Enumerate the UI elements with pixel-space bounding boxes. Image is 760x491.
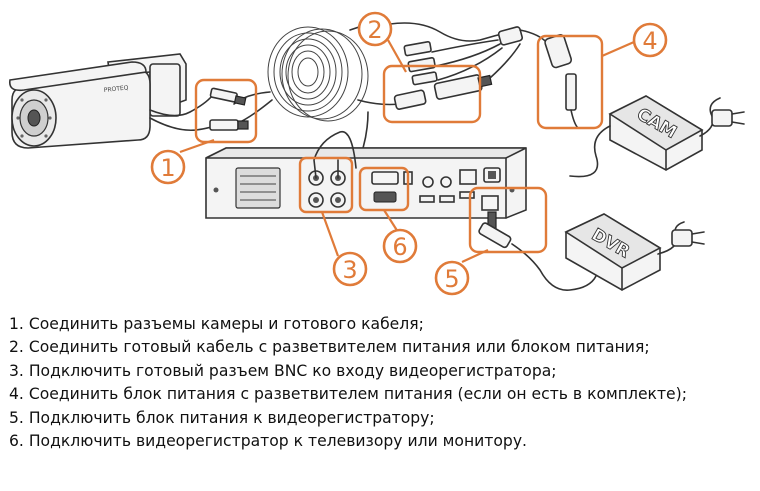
connection-diagram: PROTEQ xyxy=(8,11,745,296)
leader-line-4 xyxy=(601,40,635,58)
badge-6: 6 xyxy=(382,228,418,264)
highlight-box-4 xyxy=(536,34,604,130)
leader-line-3 xyxy=(320,211,340,257)
badge-number: 3 xyxy=(342,256,357,284)
leader-line-1 xyxy=(179,138,215,154)
instruction-step-4: 4. Соединить блок питания с разветвителе… xyxy=(9,385,687,404)
highlight-box-1 xyxy=(194,78,258,144)
highlight-boxes xyxy=(194,34,604,254)
instruction-step-2: 2. Соединить готовый кабель с разветвите… xyxy=(9,338,650,357)
leader-lines xyxy=(179,39,635,263)
badge-number: 2 xyxy=(367,16,382,44)
cam-power-plug xyxy=(519,29,579,129)
badge-5: 5 xyxy=(434,260,470,296)
highlight-box-2 xyxy=(382,64,482,124)
badge-1: 1 xyxy=(150,149,186,185)
badge-number: 5 xyxy=(444,265,459,293)
leader-line-6 xyxy=(383,209,399,233)
badge-number: 6 xyxy=(392,233,407,261)
camera: PROTEQ xyxy=(8,53,215,149)
camera-cable-plugs xyxy=(209,87,249,131)
power-splitter xyxy=(389,22,523,110)
badge-2: 2 xyxy=(357,11,393,47)
badge-number: 4 xyxy=(642,27,657,55)
psu-dvr: DVR xyxy=(564,213,705,291)
badge-number: 1 xyxy=(160,154,175,182)
step-badges: 1 2 3 4 5 6 xyxy=(150,11,668,296)
leader-line-2 xyxy=(387,39,407,73)
camera-logo: PROTEQ xyxy=(103,84,129,94)
badge-3: 3 xyxy=(332,251,368,287)
instruction-step-1: 1. Соединить разъемы камеры и готового к… xyxy=(9,315,424,333)
instruction-step-5: 5. Подключить блок питания к видеорегист… xyxy=(9,408,435,427)
highlight-box-3 xyxy=(298,156,354,214)
instruction-step-6: 6. Подключить видеорегистратор к телевиз… xyxy=(9,432,528,451)
leader-line-5 xyxy=(461,249,489,263)
highlight-box-5 xyxy=(468,186,548,254)
dvr-power-plug xyxy=(478,211,597,291)
instruction-step-3: 3. Подключить готовый разъем BNC ко вход… xyxy=(9,361,557,380)
psu-cam: CAM xyxy=(569,95,745,178)
badge-4: 4 xyxy=(632,22,668,58)
instructions-list: 1. Соединить разъемы камеры и готового к… xyxy=(9,313,687,453)
dvr xyxy=(205,130,527,219)
